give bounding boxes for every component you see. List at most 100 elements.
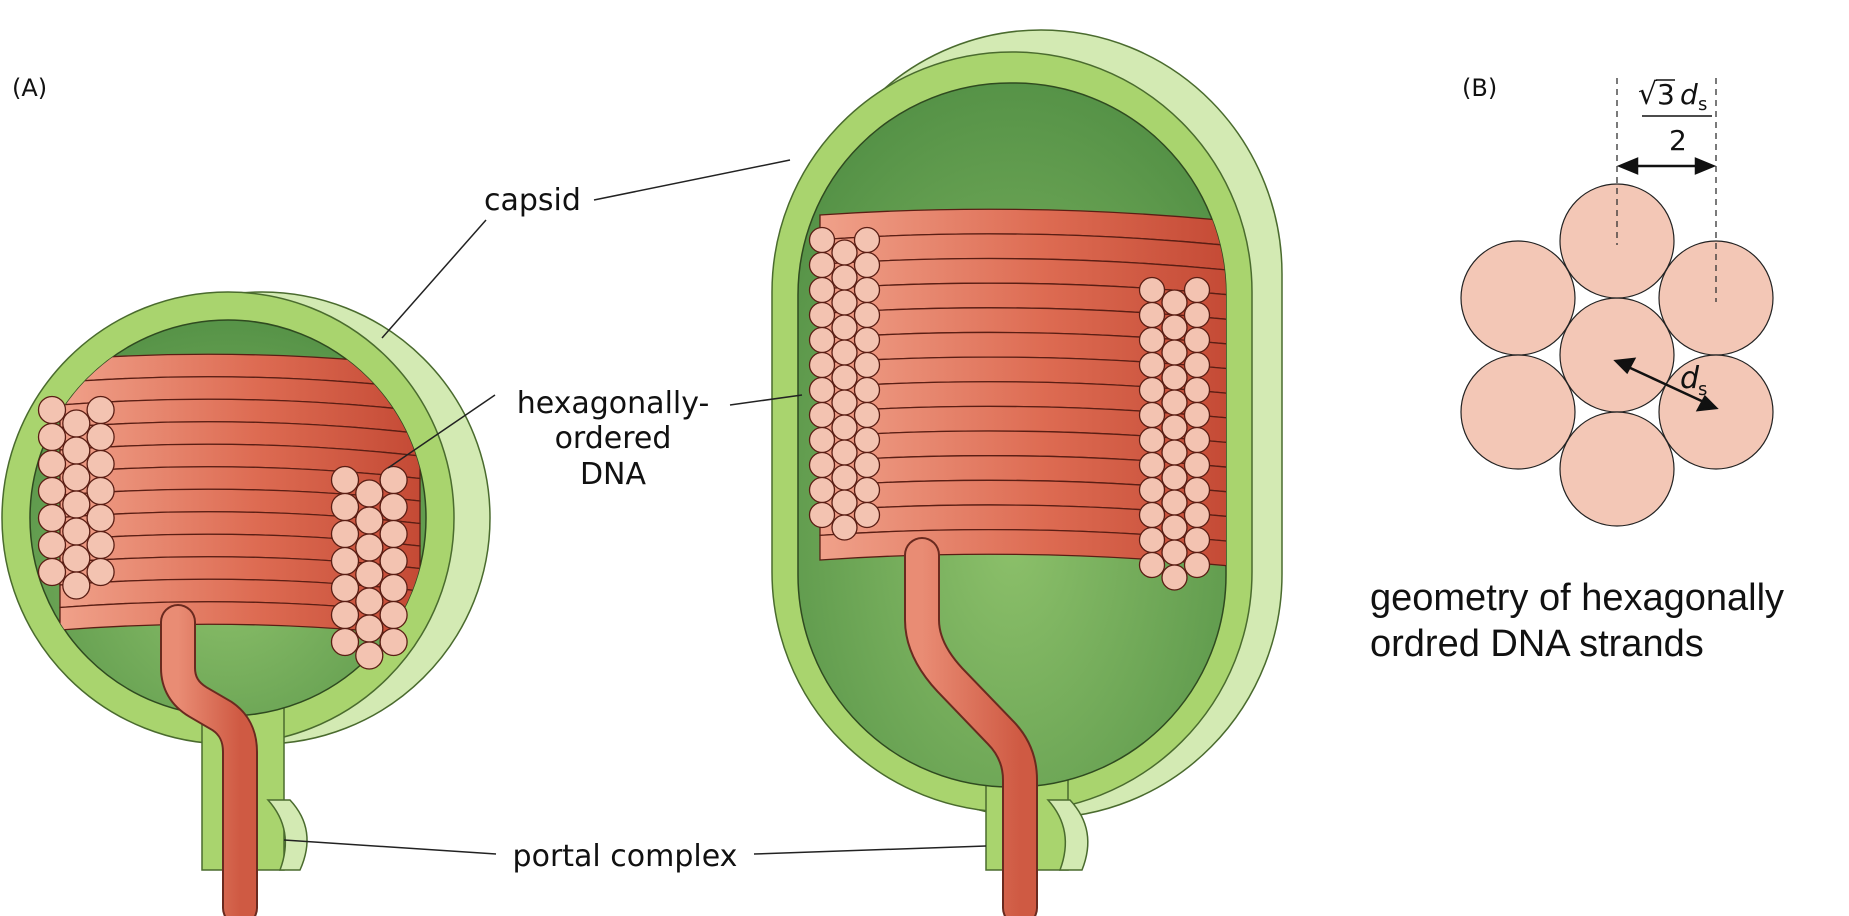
caption-line-1: geometry of hexagonally <box>1370 575 1840 621</box>
dna-circle <box>87 505 114 532</box>
dna-circle <box>810 453 835 478</box>
dna-circle <box>1140 503 1165 528</box>
dna-circle <box>1140 428 1165 453</box>
dna-circle <box>855 353 880 378</box>
dna-circle <box>380 548 407 575</box>
dna-circle <box>1185 378 1210 403</box>
dna-circle <box>1185 353 1210 378</box>
dna-circle <box>810 278 835 303</box>
formula-d: d <box>1680 78 1698 111</box>
dna-circle <box>1162 340 1187 365</box>
dna-circle <box>810 353 835 378</box>
capsid-round <box>2 292 490 908</box>
dna-circle <box>87 451 114 478</box>
dna-circle <box>332 629 359 656</box>
dna-circle <box>87 559 114 586</box>
leader-capsid-left <box>382 220 486 338</box>
dna-circle <box>1140 453 1165 478</box>
capsid-elongated <box>772 30 1282 908</box>
dna-circle <box>1140 278 1165 303</box>
dna-circle <box>1185 453 1210 478</box>
dna-circle <box>1140 478 1165 503</box>
dna-circle <box>810 303 835 328</box>
dna-circle <box>855 503 880 528</box>
dna-circle <box>1185 303 1210 328</box>
dna-circle <box>380 521 407 548</box>
hex-packing-geometry: √ 3 d s 2 d s <box>1461 77 1773 526</box>
dna-circle <box>39 478 66 505</box>
leader-portal-right <box>754 846 986 854</box>
dna-circle <box>39 424 66 451</box>
strand-lower-right <box>1659 355 1773 469</box>
dna-circle <box>332 548 359 575</box>
strand-bottom <box>1560 412 1674 526</box>
dna-circle <box>1140 303 1165 328</box>
dna-circle <box>810 228 835 253</box>
label-hex-dna-1: hexagonally- <box>517 386 710 421</box>
formula-sqrt: √ <box>1638 77 1658 112</box>
dna-circle <box>1162 515 1187 540</box>
dna-circle <box>356 534 383 561</box>
dna-circle <box>1162 415 1187 440</box>
dna-circle <box>380 467 407 494</box>
dna-circle <box>832 265 857 290</box>
dna-circle <box>810 478 835 503</box>
dna-circle <box>87 478 114 505</box>
dna-circle <box>356 615 383 642</box>
dna-circle <box>87 397 114 424</box>
dna-circle <box>832 240 857 265</box>
dna-circle <box>332 467 359 494</box>
dna-circle <box>855 478 880 503</box>
label-ds-d: d <box>1680 361 1700 396</box>
dna-circle <box>855 378 880 403</box>
caption-line-2: ordred DNA strands <box>1370 621 1840 667</box>
dna-circle <box>855 328 880 353</box>
dna-circle <box>63 518 90 545</box>
dna-circle <box>39 505 66 532</box>
dna-circle <box>380 494 407 521</box>
dna-circle <box>1162 290 1187 315</box>
dna-circle <box>63 545 90 572</box>
dna-circle <box>855 303 880 328</box>
dna-circle <box>356 642 383 669</box>
dna-circle <box>810 403 835 428</box>
dna-circle <box>1162 565 1187 590</box>
dna-circle <box>1140 378 1165 403</box>
dna-circle <box>63 491 90 518</box>
dna-circle <box>810 378 835 403</box>
dna-circle <box>87 532 114 559</box>
dna-circle <box>810 253 835 278</box>
caption: geometry of hexagonally ordred DNA stran… <box>1370 575 1840 667</box>
formula-denominator: 2 <box>1669 124 1687 157</box>
dna-circle <box>1140 328 1165 353</box>
dna-circle <box>855 428 880 453</box>
dna-circle <box>39 532 66 559</box>
dna-circle <box>832 515 857 540</box>
dna-circle <box>832 440 857 465</box>
dna-circle <box>39 397 66 424</box>
label-hex-dna-3: DNA <box>580 457 647 492</box>
leader-capsid-right <box>594 160 790 200</box>
dna-circle <box>1162 440 1187 465</box>
dna-circle <box>832 315 857 340</box>
dna-circle <box>380 629 407 656</box>
dna-circle <box>1140 353 1165 378</box>
dna-circle <box>810 328 835 353</box>
dna-circle <box>356 588 383 615</box>
dna-circle <box>63 410 90 437</box>
dna-circle <box>832 290 857 315</box>
dna-circle <box>832 390 857 415</box>
strand-upper-left <box>1461 241 1575 355</box>
formula-sub-s: s <box>1698 94 1707 115</box>
dna-circle <box>855 453 880 478</box>
dna-circle <box>356 561 383 588</box>
dna-circle <box>1162 465 1187 490</box>
dna-circle <box>332 602 359 629</box>
leader-portal-left <box>284 840 496 854</box>
dna-circle <box>380 602 407 629</box>
strand-lower-left <box>1461 355 1575 469</box>
dna-circle <box>855 403 880 428</box>
dna-circle <box>1185 478 1210 503</box>
dna-circle <box>1140 553 1165 578</box>
dna-circle <box>380 575 407 602</box>
